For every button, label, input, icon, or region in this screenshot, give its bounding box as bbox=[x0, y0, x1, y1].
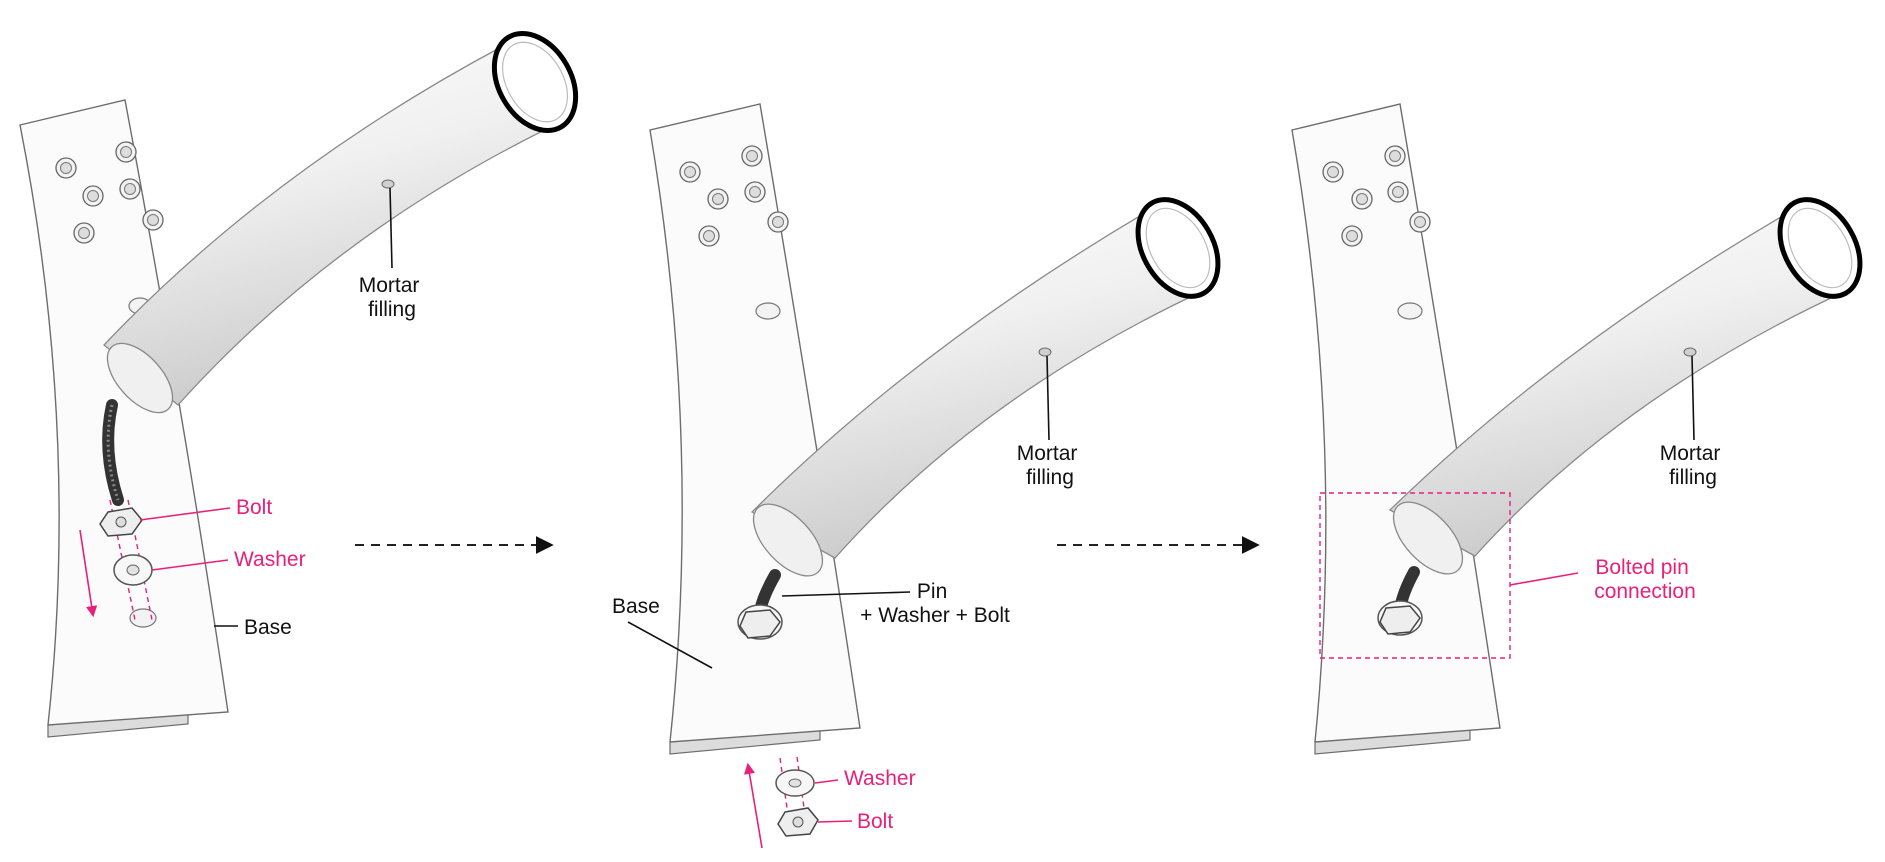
tube-rim bbox=[1135, 197, 1221, 299]
base-hole bbox=[1397, 302, 1423, 320]
mortar-filling-label-2: Mortar filling bbox=[1017, 442, 1084, 489]
mortar-filling-label-1: Mortar filling bbox=[359, 274, 426, 321]
pin-washer-bolt-label: Pin + Washer + Bolt bbox=[860, 580, 1010, 627]
washer-label-1: Washer bbox=[234, 548, 306, 571]
bolted-pin-connection-label: Bolted pin connection bbox=[1594, 556, 1696, 603]
bolt-nut bbox=[739, 609, 781, 639]
mortar-port bbox=[1683, 347, 1697, 357]
base-label-2: Base bbox=[612, 595, 660, 618]
bolt-label-1: Bolt bbox=[236, 496, 272, 519]
bolt-nut bbox=[1379, 605, 1421, 635]
tube-rim bbox=[1777, 197, 1863, 299]
tube-rim bbox=[491, 31, 579, 133]
mortar-port bbox=[381, 179, 395, 189]
insert-direction-arrow bbox=[79, 529, 98, 618]
pin-hole bbox=[129, 608, 157, 628]
base-plate bbox=[1291, 103, 1501, 743]
tube bbox=[750, 197, 1221, 577]
mortar-filling-label-3: Mortar filling bbox=[1660, 442, 1727, 489]
tube bbox=[1388, 197, 1863, 575]
step-1-panel: Mortar filling Bolt Washer Base bbox=[19, 31, 579, 738]
bolted-connection-highlight bbox=[1319, 492, 1511, 659]
insert-direction-arrow bbox=[743, 762, 763, 849]
step-3-panel: Mortar filling Bolted pin connection bbox=[1291, 103, 1863, 755]
base-label-1: Base bbox=[244, 616, 292, 639]
step-2-panel: Mortar filling Pin + Washer + Bolt Base … bbox=[612, 103, 1221, 849]
tube bbox=[103, 31, 579, 414]
bolt-label-2: Bolt bbox=[857, 810, 893, 833]
mortar-port bbox=[1038, 347, 1052, 357]
base-plate bbox=[19, 99, 229, 726]
washer-label-2: Washer bbox=[844, 767, 916, 790]
base-plate bbox=[649, 103, 861, 743]
base-hole bbox=[755, 302, 781, 320]
